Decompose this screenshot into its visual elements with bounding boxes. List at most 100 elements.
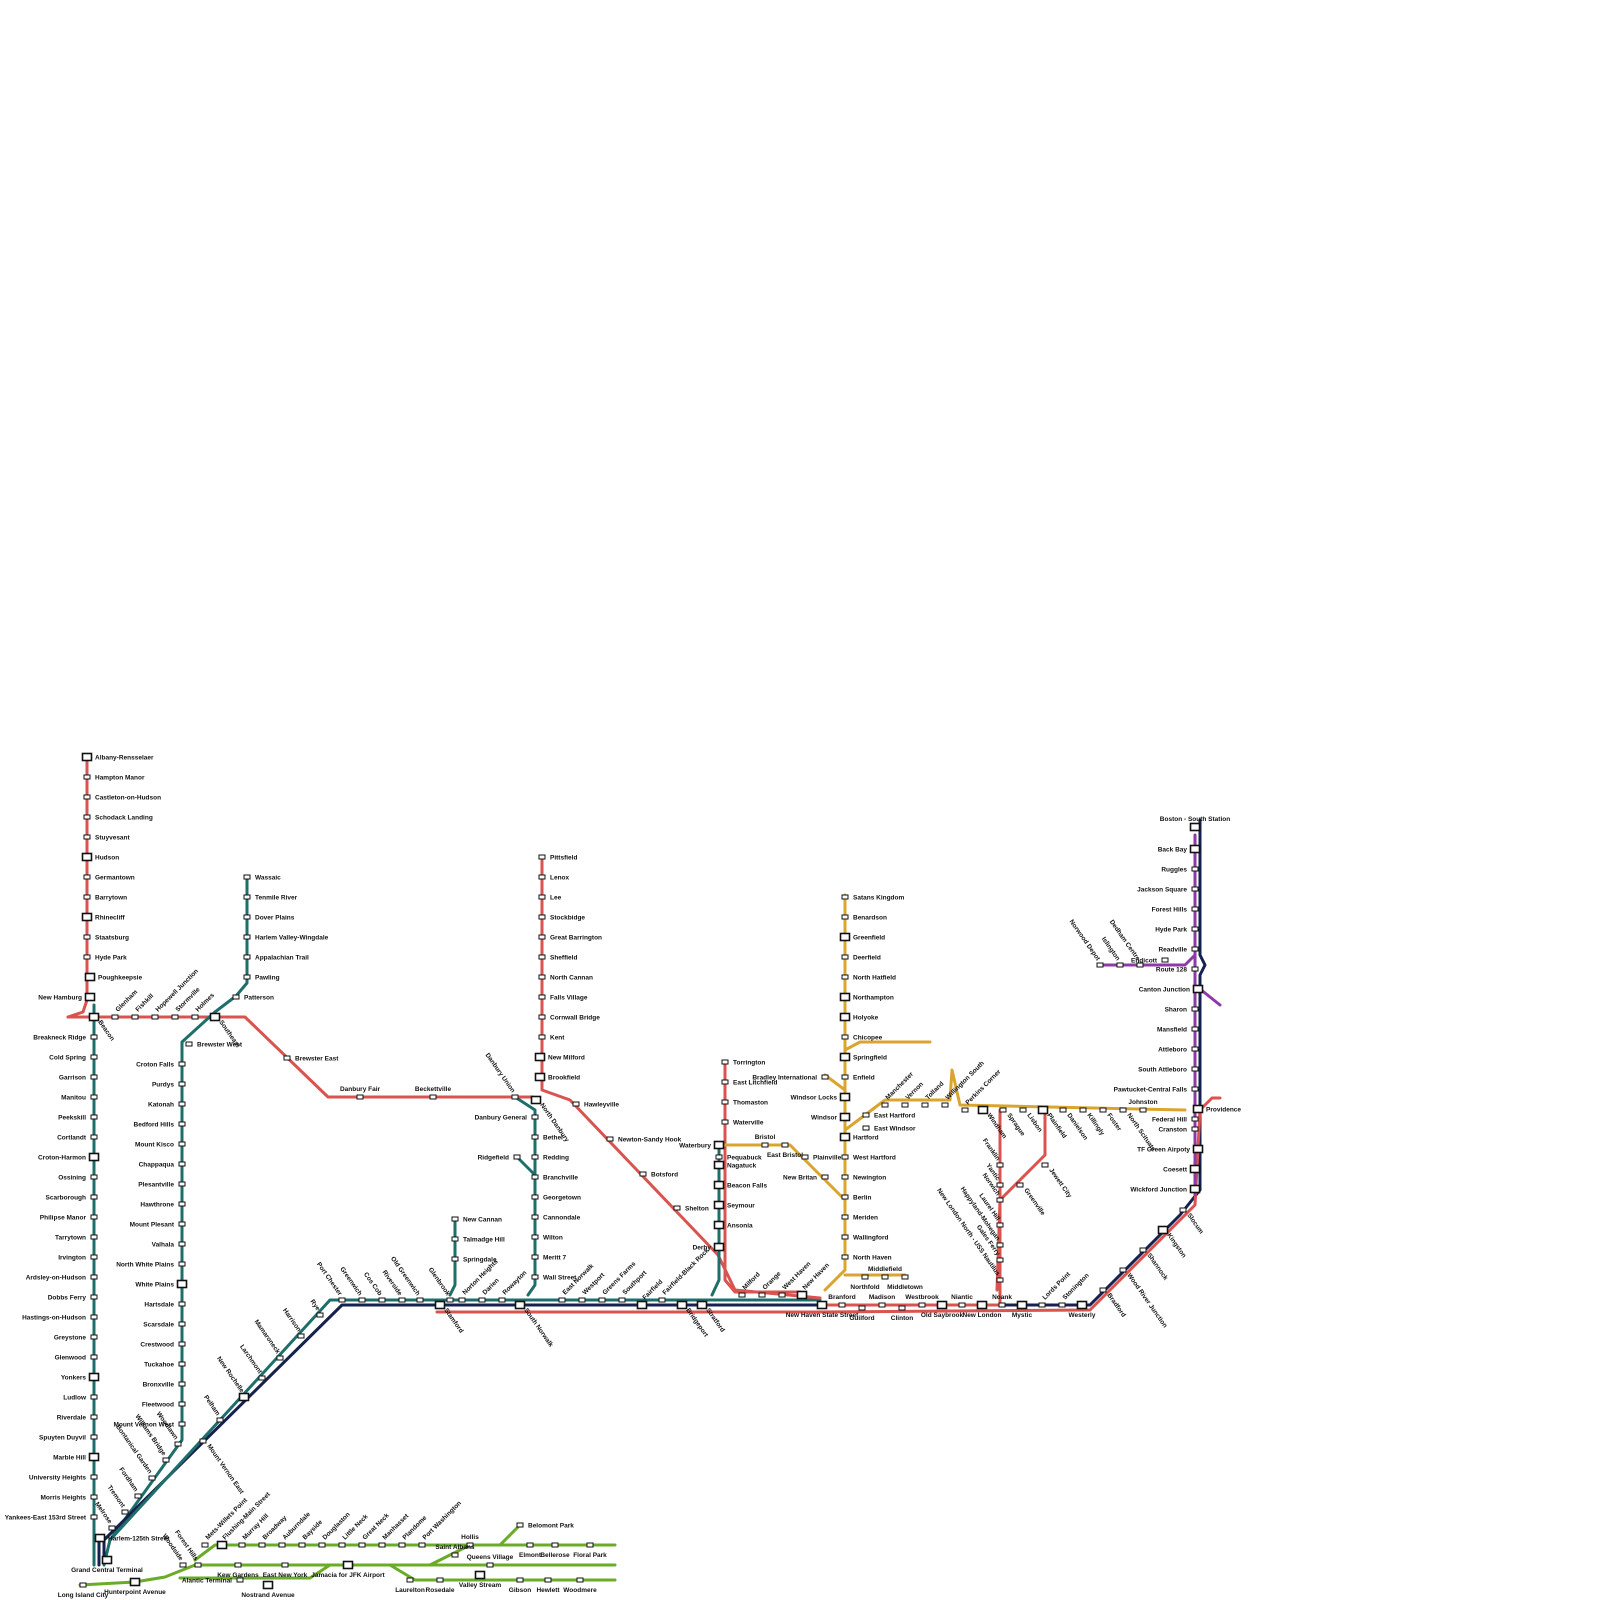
station-marker-windham[interactable] [977, 1105, 989, 1115]
station-marker-norwood-depot[interactable] [1096, 962, 1104, 968]
station-marker-mamaroneck[interactable] [276, 1355, 284, 1361]
station-marker-beckettville[interactable] [429, 1094, 437, 1100]
station-marker-springdale[interactable] [451, 1256, 459, 1262]
station-marker-white-plains[interactable] [176, 1279, 188, 1289]
station-marker-bedford-hills[interactable] [178, 1121, 186, 1127]
station-marker-valley-stream[interactable] [474, 1570, 486, 1580]
station-marker-west-hartford[interactable] [841, 1154, 849, 1160]
station-marker-canton-junction[interactable] [1192, 984, 1204, 994]
station-marker-laurelton[interactable] [406, 1577, 414, 1583]
station-marker-bayside[interactable] [298, 1542, 306, 1548]
station-marker-rosedale[interactable] [436, 1577, 444, 1583]
station-marker-marble-hill[interactable] [88, 1452, 100, 1462]
station-marker-brewster-west[interactable] [185, 1041, 193, 1047]
station-marker-hyde-park[interactable] [1191, 926, 1199, 932]
station-marker-wassaic[interactable] [243, 874, 251, 880]
station-marker-grand-central-terminal[interactable] [101, 1555, 113, 1565]
station-marker-pawling[interactable] [243, 974, 251, 980]
station-marker-happyland-mohegan[interactable] [996, 1242, 1004, 1248]
station-marker-valhala[interactable] [178, 1241, 186, 1247]
station-marker-great-barrington[interactable] [538, 934, 546, 940]
station-marker-waterbury[interactable] [713, 1140, 725, 1150]
station-marker-beacon[interactable] [88, 1012, 100, 1022]
station-marker-cos-cob[interactable] [378, 1297, 386, 1303]
station-marker-branford[interactable] [838, 1302, 846, 1308]
station-marker-greenfield[interactable] [839, 932, 851, 942]
station-marker-ansonia[interactable] [713, 1220, 725, 1230]
station-marker-satans-kingdom[interactable] [841, 894, 849, 900]
station-marker-murray-hill[interactable] [238, 1542, 246, 1548]
station-marker-readville[interactable] [1191, 946, 1199, 952]
station-marker-elmont[interactable] [526, 1542, 534, 1548]
station-marker-shannock[interactable] [1139, 1247, 1147, 1253]
station-marker-westerly[interactable] [1076, 1300, 1088, 1310]
station-marker-north-haven[interactable] [841, 1254, 849, 1260]
station-marker-south-attleboro[interactable] [1191, 1066, 1199, 1072]
station-marker-castleton-on-hudson[interactable] [83, 794, 91, 800]
station-marker-riverside[interactable] [398, 1297, 406, 1303]
station-marker-endicott[interactable] [1161, 957, 1169, 963]
station-marker-tolland[interactable] [921, 1102, 929, 1108]
station-marker-orange[interactable] [758, 1292, 766, 1298]
station-marker-shelton[interactable] [673, 1205, 681, 1211]
station-marker-stamford[interactable] [434, 1300, 446, 1310]
station-marker-philipse-manor[interactable] [90, 1214, 98, 1220]
station-marker-east-new-york[interactable] [281, 1562, 289, 1568]
station-marker-hunterpoint-avenue[interactable] [129, 1577, 141, 1587]
station-marker-ludlow[interactable] [90, 1394, 98, 1400]
station-marker-melrose[interactable] [108, 1525, 116, 1531]
station-marker-tarrytown[interactable] [90, 1234, 98, 1240]
station-marker-cranston[interactable] [1191, 1126, 1199, 1132]
station-marker-falls-village[interactable] [538, 994, 546, 1000]
station-marker-wilton[interactable] [531, 1234, 539, 1240]
station-marker-dover-plains[interactable] [243, 914, 251, 920]
station-marker-greenville[interactable] [1016, 1182, 1024, 1188]
station-marker-hartsdale[interactable] [178, 1301, 186, 1307]
station-marker-stuyvesant[interactable] [83, 834, 91, 840]
station-marker-laurel-hill[interactable] [996, 1222, 1004, 1228]
station-marker-fairfield-black-rock[interactable] [658, 1297, 666, 1303]
station-marker-berlin[interactable] [841, 1194, 849, 1200]
station-marker-redding[interactable] [531, 1154, 539, 1160]
station-marker-ruggles[interactable] [1191, 866, 1199, 872]
station-marker-johnston[interactable] [1139, 1107, 1147, 1113]
station-marker-fishkill[interactable] [131, 1014, 139, 1020]
station-marker-coesett[interactable] [1189, 1164, 1201, 1174]
station-marker-seymour[interactable] [713, 1200, 725, 1210]
station-marker-manhasset[interactable] [378, 1542, 386, 1548]
station-marker-scarsdale[interactable] [178, 1321, 186, 1327]
station-marker-enfield[interactable] [841, 1074, 849, 1080]
station-marker-derby[interactable] [713, 1242, 725, 1252]
station-marker-forest-hills[interactable] [194, 1562, 202, 1568]
station-marker-deerfield[interactable] [841, 954, 849, 960]
station-marker-harlem-valley-wingdale[interactable] [243, 934, 251, 940]
station-marker-lisbon[interactable] [1019, 1107, 1027, 1113]
station-marker-west-haven[interactable] [778, 1292, 786, 1298]
station-marker-yankees-east-153rd-street[interactable] [90, 1514, 98, 1520]
station-marker-forest-hills[interactable] [1191, 906, 1199, 912]
station-marker-rye[interactable] [316, 1312, 324, 1318]
station-marker-southeast[interactable] [209, 1012, 221, 1022]
station-marker-irvington[interactable] [90, 1254, 98, 1260]
station-marker-port-chester[interactable] [338, 1297, 346, 1303]
station-marker-new-london-north-uss-nautilus[interactable] [996, 1277, 1004, 1283]
station-marker-croton-harmon[interactable] [88, 1152, 100, 1162]
station-marker-flushing-main-street[interactable] [216, 1540, 228, 1550]
station-marker-yantic[interactable] [996, 1182, 1004, 1188]
station-marker-stratford[interactable] [696, 1300, 708, 1310]
station-marker-great-neck[interactable] [358, 1542, 366, 1548]
station-marker-holmes[interactable] [191, 1014, 199, 1020]
station-marker-brookfield[interactable] [534, 1072, 546, 1082]
station-marker-new-cannan[interactable] [451, 1216, 459, 1222]
station-marker-danbury-fair[interactable] [356, 1094, 364, 1100]
station-marker-windsor-locks[interactable] [839, 1092, 851, 1102]
station-marker-bradley-international[interactable] [821, 1074, 829, 1080]
station-marker-purdys[interactable] [178, 1081, 186, 1087]
station-marker-kingston[interactable] [1157, 1225, 1169, 1235]
station-marker-madison[interactable] [878, 1302, 886, 1308]
station-marker-tenmile-river[interactable] [243, 894, 251, 900]
station-marker-new-milford[interactable] [534, 1052, 546, 1062]
station-marker-mount-kisco[interactable] [178, 1141, 186, 1147]
station-marker-broadway[interactable] [258, 1542, 266, 1548]
station-marker-mets-willets-point[interactable] [201, 1542, 209, 1548]
